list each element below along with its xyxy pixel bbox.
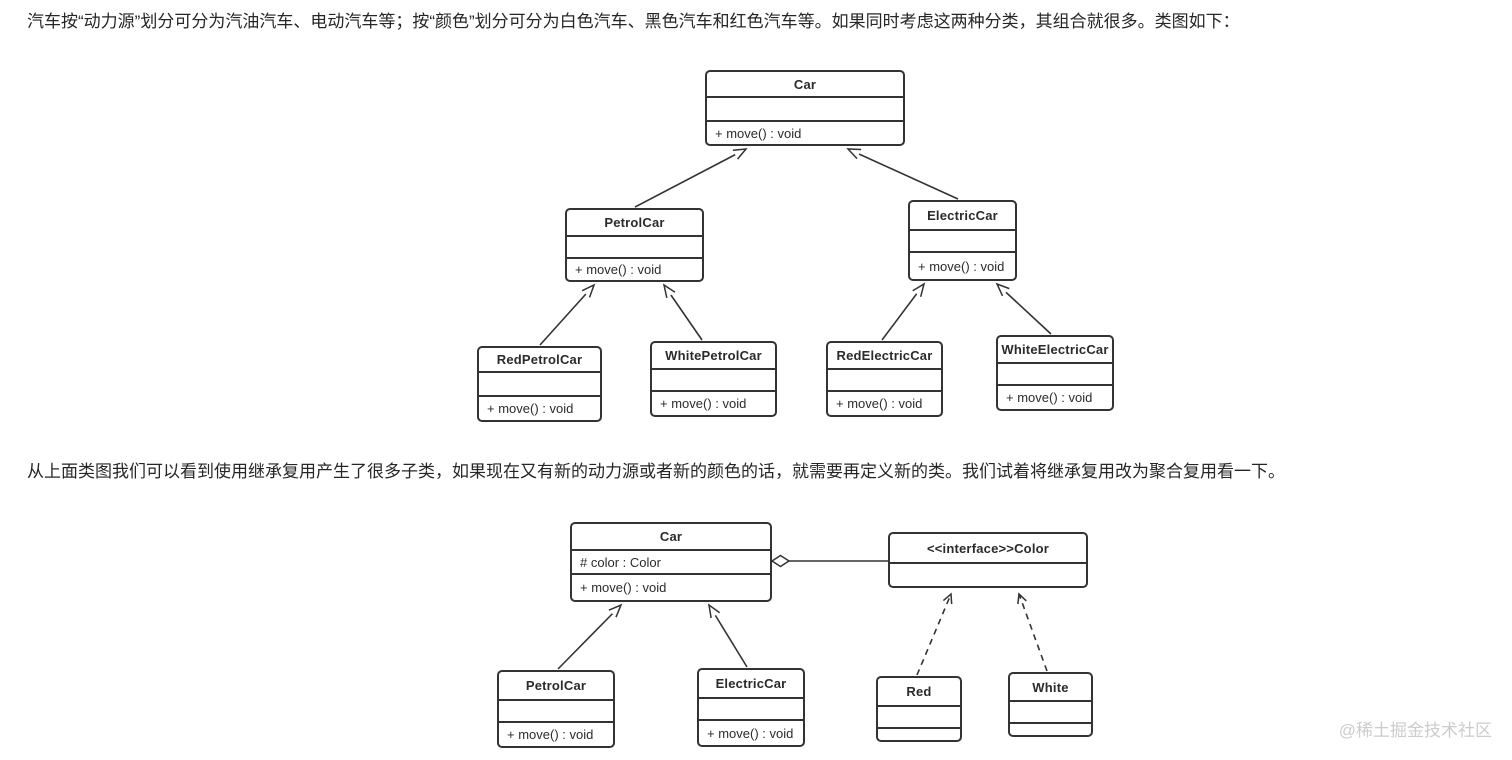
class-attributes-empty bbox=[910, 229, 1015, 251]
realization-arrow-red-to-color bbox=[916, 592, 953, 676]
class-title: Car bbox=[793, 76, 817, 92]
class-box-petrolcar2: PetrolCar + move() : void bbox=[497, 670, 615, 748]
site-watermark: @稀土掘金技术社区 bbox=[1338, 721, 1492, 740]
analysis-paragraph: 从上面类图我们可以看到使用继承复用产生了很多子类，如果现在又有新的动力源或者新的… bbox=[27, 462, 1285, 481]
class-box-white: White bbox=[1008, 672, 1093, 737]
class-box-whitepetrolcar: WhitePetrolCar + move() : void bbox=[650, 341, 777, 417]
class-attributes-empty bbox=[998, 362, 1112, 384]
generalization-arrow-electriccar-to-car bbox=[848, 149, 959, 200]
class-title: PetrolCar bbox=[604, 215, 665, 230]
class-title: ElectricCar bbox=[715, 676, 787, 691]
class-title: Car bbox=[659, 529, 683, 544]
class-method: + move() : void bbox=[707, 120, 903, 144]
class-box-electriccar2: ElectricCar + move() : void bbox=[697, 668, 805, 747]
interface-box-color: <<interface>>Color bbox=[888, 532, 1088, 588]
class-methods-empty bbox=[878, 727, 960, 740]
class-method: + move() : void bbox=[572, 573, 770, 600]
class-attributes-empty bbox=[652, 368, 775, 390]
generalization-arrow-petrolcar-to-car bbox=[634, 149, 746, 208]
class-box-car2: Car # color : Color + move() : void bbox=[570, 522, 772, 602]
class-box-red: Red bbox=[876, 676, 962, 742]
class-method: + move() : void bbox=[567, 257, 702, 280]
class-methods-empty bbox=[1010, 722, 1091, 735]
class-attributes-empty bbox=[479, 371, 600, 395]
class-attributes-empty bbox=[878, 705, 960, 727]
class-attributes-empty bbox=[499, 699, 613, 721]
generalization-arrow-whitepetrolcar-to-petrolcar bbox=[664, 285, 703, 341]
class-box-petrolcar: PetrolCar + move() : void bbox=[565, 208, 704, 282]
class-method: + move() : void bbox=[998, 384, 1112, 409]
class-method: + move() : void bbox=[828, 390, 941, 415]
realization-arrow-white-to-color bbox=[1017, 592, 1048, 672]
class-box-whiteelectriccar: WhiteElectricCar + move() : void bbox=[996, 335, 1114, 411]
class-attributes-empty bbox=[567, 235, 702, 257]
class-title: ElectricCar bbox=[927, 208, 998, 223]
class-title: RedPetrolCar bbox=[496, 352, 583, 367]
aggregation-diamond-icon bbox=[770, 554, 791, 568]
class-method: + move() : void bbox=[699, 719, 803, 745]
class-box-electriccar: ElectricCar + move() : void bbox=[908, 200, 1017, 281]
generalization-arrow-redpetrolcar-to-petrolcar bbox=[539, 285, 594, 346]
generalization-arrow-redelectriccar-to-electriccar bbox=[881, 284, 924, 341]
class-title: Red bbox=[906, 684, 932, 699]
generalization-arrow-whiteelectriccar-to-electriccar bbox=[997, 284, 1052, 335]
class-box-car: Car + move() : void bbox=[705, 70, 905, 146]
class-attributes-empty bbox=[699, 697, 803, 719]
class-title: PetrolCar bbox=[525, 678, 587, 693]
class-title: WhitePetrolCar bbox=[665, 348, 762, 363]
interface-title: <<interface>>Color bbox=[926, 540, 1050, 556]
intro-paragraph: 汽车按“动力源”划分可分为汽油汽车、电动汽车等；按“颜色”划分可分为白色汽车、黑… bbox=[27, 12, 1240, 31]
class-attribute: # color : Color bbox=[572, 549, 770, 573]
class-attributes-empty bbox=[707, 96, 903, 120]
interface-body-empty bbox=[890, 562, 1086, 586]
class-box-redpetrolcar: RedPetrolCar + move() : void bbox=[477, 346, 602, 422]
class-attributes-empty bbox=[828, 368, 941, 390]
class-box-redelectriccar: RedElectricCar + move() : void bbox=[826, 341, 943, 417]
class-method: + move() : void bbox=[479, 395, 600, 420]
class-title: RedElectricCar bbox=[836, 348, 933, 363]
class-method: + move() : void bbox=[910, 251, 1015, 279]
generalization-arrow-electriccar2-to-car2 bbox=[709, 605, 748, 668]
class-title: White bbox=[1032, 679, 1069, 695]
class-title: WhiteElectricCar bbox=[1001, 342, 1109, 357]
class-attributes-empty bbox=[1010, 700, 1091, 722]
generalization-arrow-petrolcar2-to-car2 bbox=[557, 605, 621, 670]
class-method: + move() : void bbox=[652, 390, 775, 415]
class-method: + move() : void bbox=[499, 721, 613, 746]
